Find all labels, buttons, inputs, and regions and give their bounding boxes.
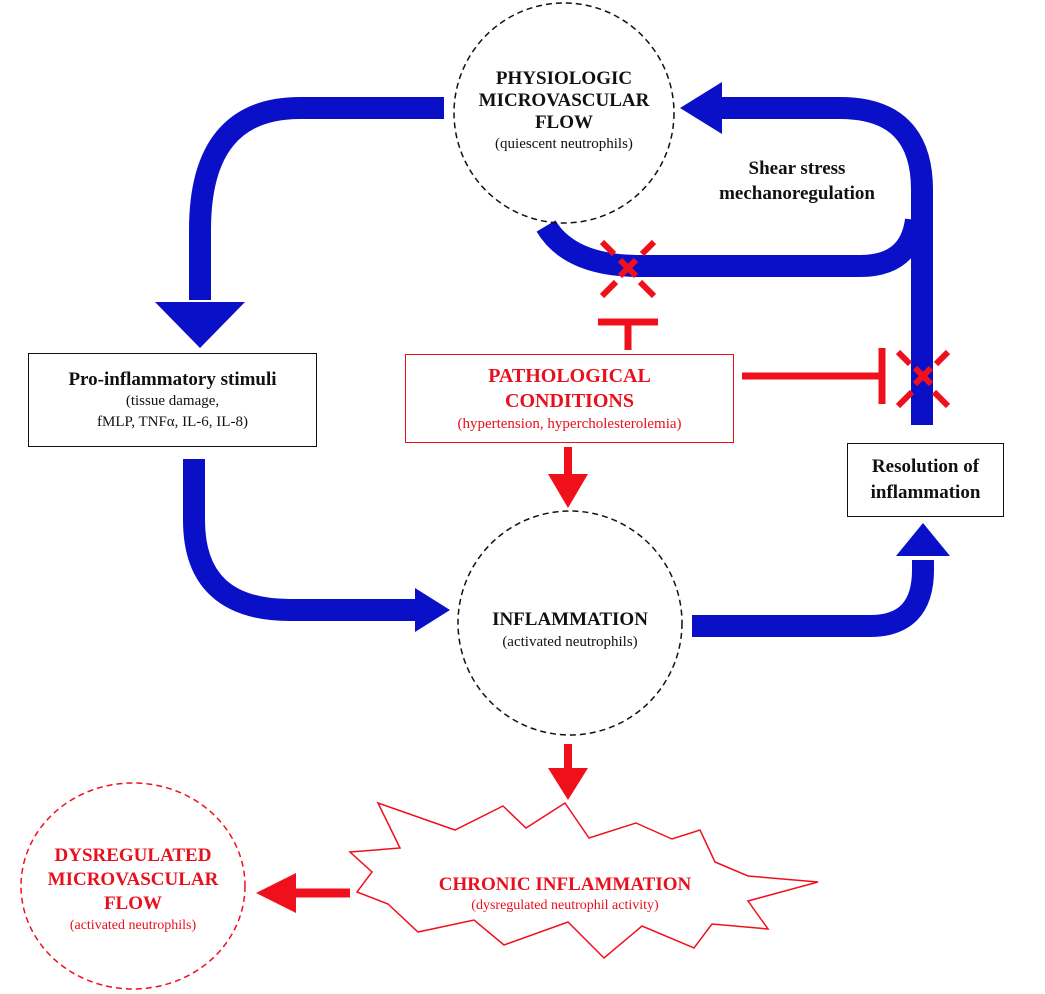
dysregulated-subtitle: (activated neutrophils) xyxy=(69,918,197,933)
burst-ray xyxy=(637,279,657,299)
arrowhead-chronic-to-dysregulated xyxy=(256,873,296,913)
blue-flow-arrows xyxy=(183,97,934,637)
burst-ray xyxy=(895,389,915,409)
resolution-title-line: Resolution of xyxy=(871,456,980,477)
physiologic-title-line: MICROVASCULAR xyxy=(478,89,650,111)
node-chronic: CHRONIC INFLAMMATION (dysregulated neutr… xyxy=(390,868,740,920)
node-resolution: Resolution of inflammation xyxy=(847,443,1004,517)
burst-ray xyxy=(933,349,951,367)
arrowhead-right-to-inflammation xyxy=(415,588,450,632)
burst-ray xyxy=(639,239,657,257)
resolution-title-line: inflammation xyxy=(870,482,981,503)
physiologic-title-line: PHYSIOLOGIC xyxy=(495,67,633,89)
burst-ray xyxy=(895,349,913,367)
physiologic-subtitle: (quiescent neutrophils) xyxy=(495,135,633,152)
pathological-subtitle: (hypertension, hypercholesterolemia) xyxy=(457,415,682,432)
burst-ray xyxy=(599,279,619,299)
blocked-marker-shear-loop xyxy=(599,239,657,299)
node-dysregulated: DYSREGULATED MICROVASCULAR FLOW (activat… xyxy=(23,838,243,942)
shear-stress-label-line: mechanoregulation xyxy=(719,183,875,204)
pathological-title-line: CONDITIONS xyxy=(505,389,634,412)
inflammation-title: INFLAMMATION xyxy=(492,609,648,630)
arrowhead-down-to-stimuli xyxy=(155,302,245,348)
physiologic-title-line: FLOW xyxy=(534,111,594,133)
x-stroke xyxy=(912,365,934,387)
arrow-inflammation-to-resolution-shaft xyxy=(692,560,934,637)
dysregulated-title-line: MICROVASCULAR xyxy=(47,869,219,890)
chronic-starburst-outline xyxy=(348,801,819,960)
arrowhead-inflammation-to-chronic xyxy=(548,768,588,800)
chronic-title: CHRONIC INFLAMMATION xyxy=(438,874,692,895)
arrowhead-left-to-physiologic xyxy=(680,82,722,134)
shear-stress-label: Shear stress mechanoregulation xyxy=(692,156,902,206)
pro-inflammatory-title: Pro-inflammatory stimuli xyxy=(68,368,277,390)
inflammation-circle-outline xyxy=(457,510,683,736)
dysregulated-circle-outline xyxy=(20,782,246,990)
dysregulated-title-line: DYSREGULATED xyxy=(54,845,212,866)
arrowhead-up-to-resolution xyxy=(896,523,950,556)
arrowhead-pathology-to-inflammation xyxy=(548,474,588,508)
node-physiologic: PHYSIOLOGIC MICROVASCULAR FLOW (quiescen… xyxy=(454,50,674,170)
arrow-physiologic-to-stimuli-shaft xyxy=(189,97,444,300)
pathological-title-line: PATHOLOGICAL xyxy=(488,364,651,387)
node-pathological: PATHOLOGICAL CONDITIONS (hypertension, h… xyxy=(405,354,734,443)
shear-loop-lower-shaft xyxy=(536,218,927,277)
arrow-resolution-return-shaft xyxy=(720,97,933,425)
node-inflammation: INFLAMMATION (activated neutrophils) xyxy=(460,600,680,660)
physiologic-circle-outline xyxy=(453,2,675,224)
x-stroke xyxy=(617,257,639,279)
blocked-marker-resolution-return xyxy=(895,349,951,409)
pro-inflammatory-subtitle-line: fMLP, TNFα, IL-6, IL-8) xyxy=(97,413,248,430)
chronic-subtitle: (dysregulated neutrophil activity) xyxy=(471,898,659,913)
burst-ray xyxy=(599,239,617,257)
burst-ray xyxy=(931,389,951,409)
dysregulated-title-line: FLOW xyxy=(103,893,163,914)
arrow-stimuli-to-inflammation-shaft xyxy=(183,459,420,621)
pro-inflammatory-subtitle-line: (tissue damage, xyxy=(125,392,220,409)
node-pro-inflammatory: Pro-inflammatory stimuli (tissue damage,… xyxy=(28,353,317,447)
shear-stress-label-line: Shear stress xyxy=(748,158,846,179)
inflammation-subtitle: (activated neutrophils) xyxy=(502,634,638,650)
